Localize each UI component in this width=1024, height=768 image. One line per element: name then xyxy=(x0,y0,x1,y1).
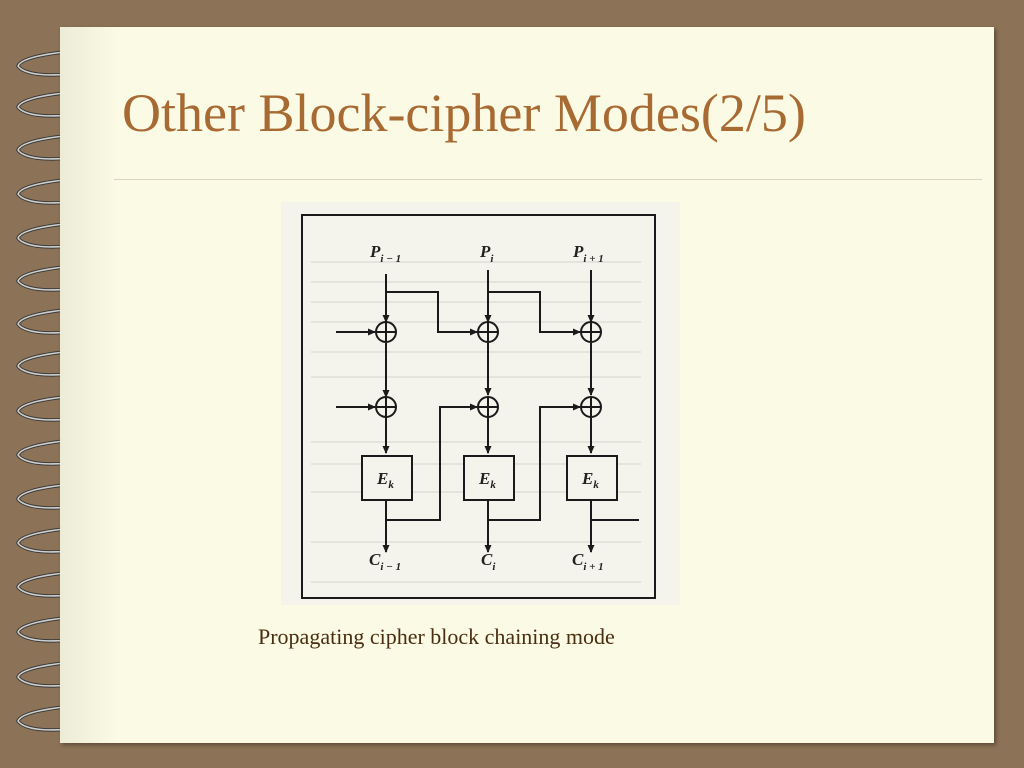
xor-node xyxy=(477,396,499,418)
diagram-frame xyxy=(301,214,656,599)
xor-node xyxy=(375,321,397,343)
ciphertext-label: Ci xyxy=(481,550,496,573)
xor-node xyxy=(580,321,602,343)
slide-title: Other Block-cipher Modes(2/5) xyxy=(122,83,806,143)
xor-node xyxy=(580,396,602,418)
encrypt-label: Ek xyxy=(376,469,394,491)
plaintext-label: Pi + 1 xyxy=(572,242,604,265)
ciphertext-label: Ci − 1 xyxy=(369,550,401,573)
encrypt-box xyxy=(566,455,618,501)
xor-node xyxy=(477,321,499,343)
encrypt-box xyxy=(463,455,515,501)
encrypt-label: Ek xyxy=(581,469,599,491)
xor-node xyxy=(375,396,397,418)
plaintext-label: Pi − 1 xyxy=(369,242,401,265)
encrypt-label: Ek xyxy=(478,469,496,491)
encrypt-box xyxy=(361,455,413,501)
ciphertext-label: Ci + 1 xyxy=(572,550,604,573)
plaintext-label: Pi xyxy=(479,242,494,265)
title-divider xyxy=(114,179,982,180)
diagram-caption: Propagating cipher block chaining mode xyxy=(258,624,615,649)
pcbc-diagram: Pi − 1 Pi Pi + 1 Ek Ek Ek Ci − 1 Ci Ci +… xyxy=(281,202,680,605)
